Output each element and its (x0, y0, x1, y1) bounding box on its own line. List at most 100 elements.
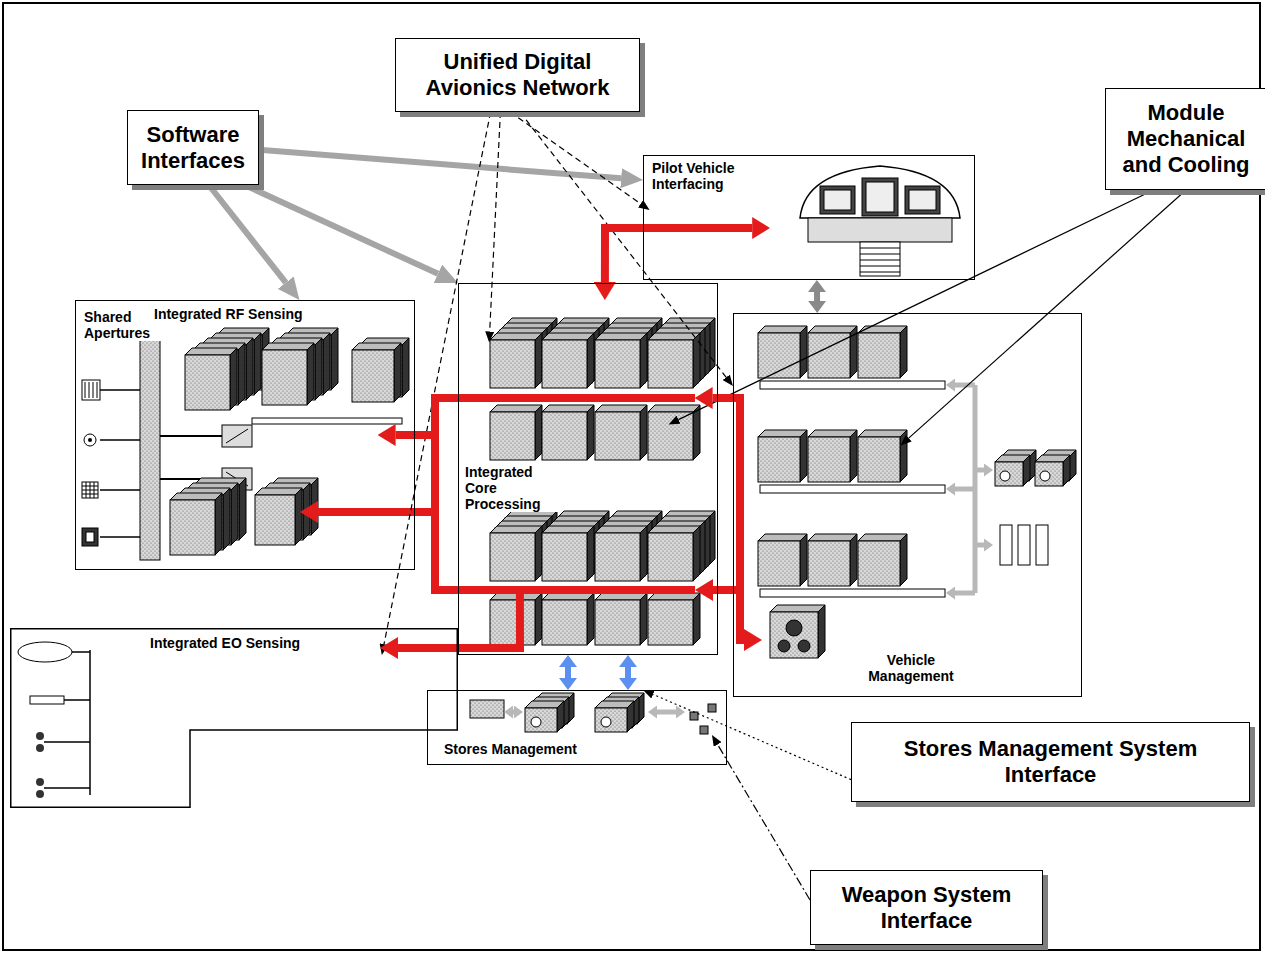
module-top (262, 343, 314, 350)
module-top (595, 593, 647, 600)
module-side (693, 526, 700, 581)
cockpit-pedestal (860, 242, 900, 276)
module-top (808, 534, 857, 541)
vehicle-device-port (786, 620, 802, 636)
module-side (640, 333, 647, 388)
slot-antenna (82, 528, 98, 546)
vehicle-panel (1000, 525, 1012, 565)
module-side (239, 478, 246, 540)
module-side (394, 343, 401, 402)
module-top (595, 333, 647, 340)
module-side (900, 430, 907, 482)
module-side (311, 478, 318, 535)
module-side (800, 430, 807, 482)
avionics-module (490, 340, 535, 388)
switch-path (226, 429, 248, 443)
dish-antenna (84, 434, 96, 446)
actuator-port (1040, 471, 1050, 481)
display-screen (824, 190, 851, 210)
eo-aperture (36, 732, 44, 740)
module-side (246, 338, 253, 400)
vehicle-device-port (778, 640, 790, 652)
subsystem-box: Shared AperturesIntegrated RF Sensing (75, 300, 415, 570)
rf-bus (252, 418, 402, 424)
avionics-module (542, 340, 587, 388)
module-side (557, 701, 564, 732)
avionics-module (490, 412, 535, 460)
module-side (640, 526, 647, 581)
module-side (295, 488, 302, 545)
vehicle-bus-link (955, 383, 975, 388)
avionics-module (542, 600, 587, 645)
cockpit-display (862, 178, 898, 216)
module-side (800, 326, 807, 378)
callout-box: Stores Management System Interface (851, 722, 1250, 802)
module-top (542, 593, 594, 600)
module-side (693, 333, 700, 388)
module-side (535, 405, 542, 460)
subsystem-box: Integrated Core Processing (458, 283, 718, 655)
avionics-module (595, 600, 640, 645)
module-side (231, 483, 238, 545)
subsystem-box: Pilot Vehicle Interfacing (643, 155, 975, 280)
connector (510, 112, 640, 204)
eo-aperture (36, 790, 44, 798)
callout-box: Software Interfaces (127, 110, 259, 185)
subsystem-box: Stores Management (427, 690, 727, 765)
pedestal-line (860, 248, 900, 249)
module-top (490, 333, 542, 340)
connector (653, 694, 851, 779)
subsystem-label: Integrated Core Processing (463, 464, 559, 512)
dish-feed (88, 438, 92, 442)
subsystem-label: Shared Apertures (82, 309, 162, 341)
aperture-feed (100, 439, 140, 441)
avionics-module (648, 533, 693, 581)
vehicle-bus (760, 589, 945, 597)
eo-pod (18, 642, 72, 662)
avionics-module (595, 708, 627, 732)
module-top (648, 526, 700, 533)
module-side (303, 483, 310, 540)
aperture-feed (100, 489, 140, 491)
avionics-module (185, 355, 230, 410)
avionics-module (595, 412, 640, 460)
stores-link (625, 667, 631, 678)
module-top (170, 493, 222, 500)
avionics-module (595, 533, 640, 581)
module-top (648, 593, 700, 600)
eo-outline (10, 628, 458, 808)
module-side (535, 333, 542, 388)
connector (259, 150, 621, 179)
module-side (850, 534, 857, 586)
subsystem-label: Pilot Vehicle Interfacing (650, 160, 759, 192)
avionics-module (758, 541, 800, 586)
avionics-module (770, 612, 818, 658)
bus-branch (435, 435, 490, 590)
actuator-port (1000, 471, 1010, 481)
array-element (93, 382, 94, 398)
module-side (850, 430, 857, 482)
array-element (89, 382, 90, 398)
avionics-module (262, 350, 307, 405)
callout-box: Weapon System Interface (810, 870, 1043, 945)
pedestal-line (860, 254, 900, 255)
callout-label: Module Mechanical and Cooling (1112, 100, 1260, 178)
avionics-module (858, 333, 900, 378)
eo-outline-path (11, 629, 458, 808)
vehicle-panel (1018, 525, 1030, 565)
cockpit-display (905, 186, 940, 214)
connector (396, 398, 490, 435)
eo-sensor (30, 696, 64, 704)
avionics-module (858, 437, 900, 482)
module-top (255, 488, 302, 495)
stores-link (657, 710, 676, 715)
module-side (640, 593, 647, 645)
avionics-module (995, 462, 1023, 486)
module-side (323, 333, 330, 395)
callout-box: Module Mechanical and Cooling (1105, 88, 1265, 190)
module-side (1063, 455, 1070, 486)
connector (814, 292, 820, 301)
avionics-module (490, 533, 535, 581)
eo-feed (72, 651, 90, 653)
